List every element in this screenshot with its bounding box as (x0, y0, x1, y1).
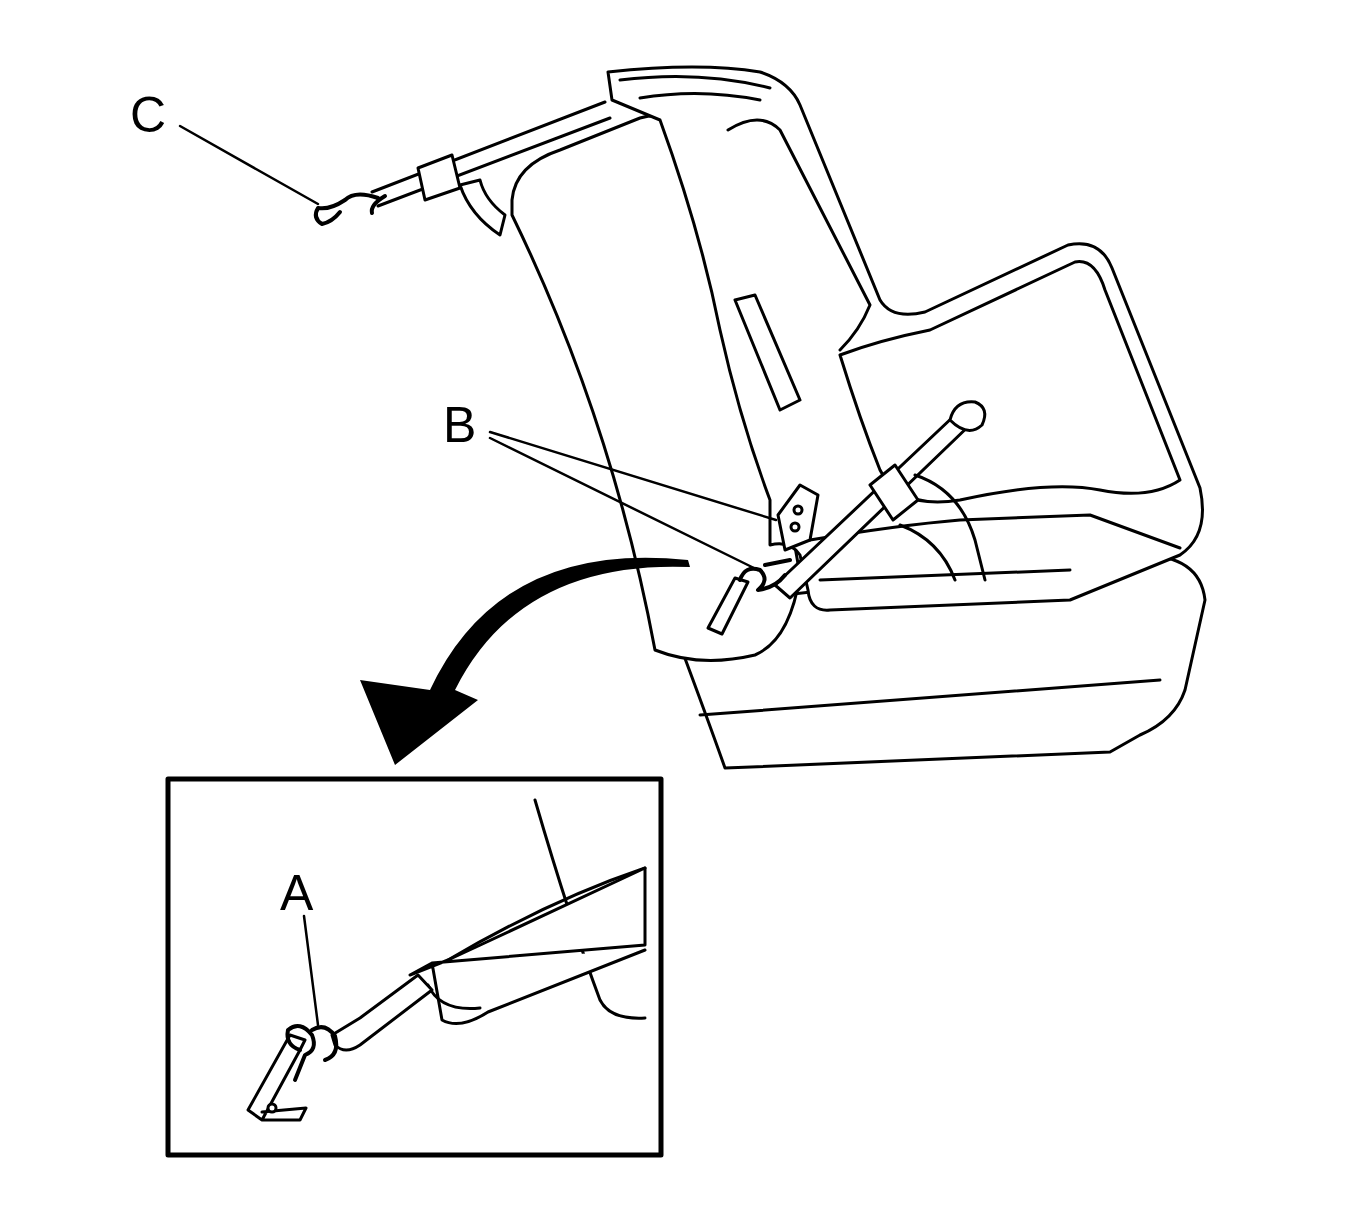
leader-line (304, 916, 318, 1025)
anchor-bolt-hole (794, 506, 802, 514)
inset-anchor-hook (288, 1026, 337, 1080)
detail-pointer-arrow (360, 558, 690, 765)
callout-letter: C (130, 90, 166, 140)
inset-connector (332, 975, 432, 1050)
strap-bolt (950, 402, 985, 431)
callout-letter: B (443, 400, 476, 450)
anchor-bolt-hole (791, 523, 799, 531)
child-seat-armrest (840, 262, 1180, 502)
inset-strap (410, 868, 645, 1024)
inset-strap-fold (428, 985, 480, 1009)
lower-anchor-strap (775, 411, 975, 598)
callout-letter: A (280, 868, 313, 918)
leader-line (490, 432, 776, 520)
top-tether-hook (316, 194, 385, 224)
top-tether-strap (372, 102, 610, 206)
anchor-bar (778, 485, 818, 550)
belt-path-slot (735, 295, 800, 410)
child-seat-headrest (620, 76, 770, 100)
inset-plate-hole (268, 1104, 276, 1112)
detail-inset-frame (168, 779, 661, 1155)
strap-adjuster (870, 465, 918, 520)
tether-flap (460, 180, 505, 235)
lower-anchor-plate (708, 578, 748, 634)
leader-line (490, 438, 758, 570)
tether-adjuster (418, 155, 460, 200)
strap-loop (900, 475, 985, 580)
child-seat-shell (608, 67, 1203, 610)
cushion-seam (700, 680, 1160, 715)
leader-line (180, 126, 318, 204)
